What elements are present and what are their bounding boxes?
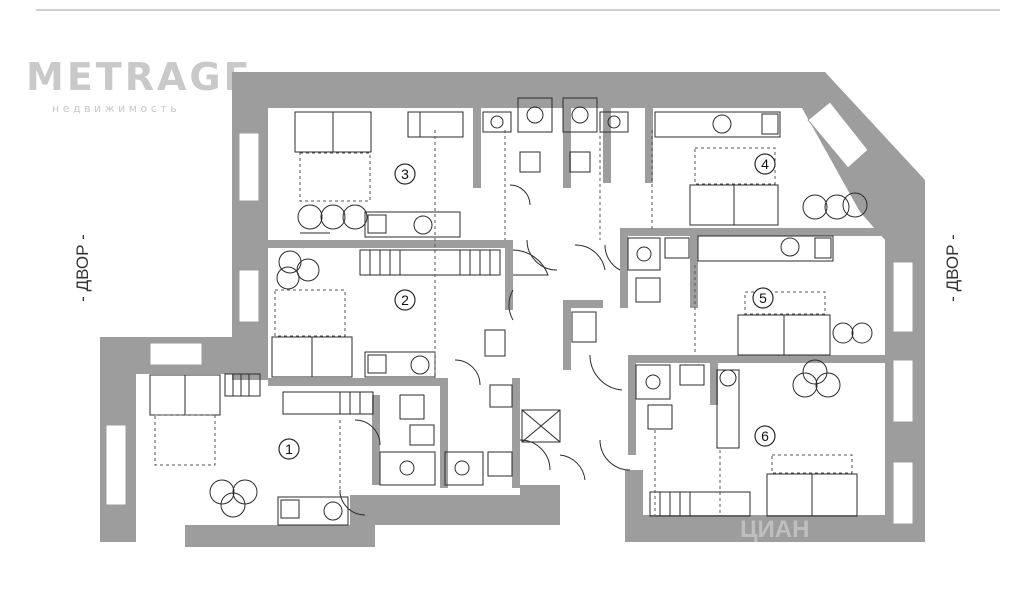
room-marker-4: 4 (754, 153, 776, 175)
partitions (268, 108, 885, 488)
brand-logo: METRAGE недвижимость (26, 55, 253, 115)
yard-label-right: - ДВОР - (943, 234, 962, 302)
doors (339, 184, 631, 516)
room-number-4: 4 (761, 156, 769, 172)
brand-name: METRAGE (26, 55, 253, 99)
watermark: ЦИАН (740, 516, 809, 543)
room-number-1: 1 (285, 441, 293, 457)
dashed-lines (339, 130, 721, 515)
room-marker-2: 2 (394, 289, 416, 311)
room-number-3: 3 (401, 166, 409, 182)
room-marker-1: 1 (278, 438, 300, 460)
brand-tagline: недвижимость (52, 102, 180, 115)
room-markers: 3 2 1 4 5 6 (278, 153, 776, 460)
room-marker-6: 6 (754, 425, 776, 447)
windows (105, 101, 914, 525)
room-number-2: 2 (401, 292, 409, 308)
yard-label-left: - ДВОР - (73, 234, 92, 302)
furniture (149, 97, 873, 526)
room-marker-5: 5 (752, 287, 774, 309)
room-number-6: 6 (761, 428, 769, 444)
room-marker-3: 3 (394, 163, 416, 185)
room-number-5: 5 (759, 290, 767, 306)
